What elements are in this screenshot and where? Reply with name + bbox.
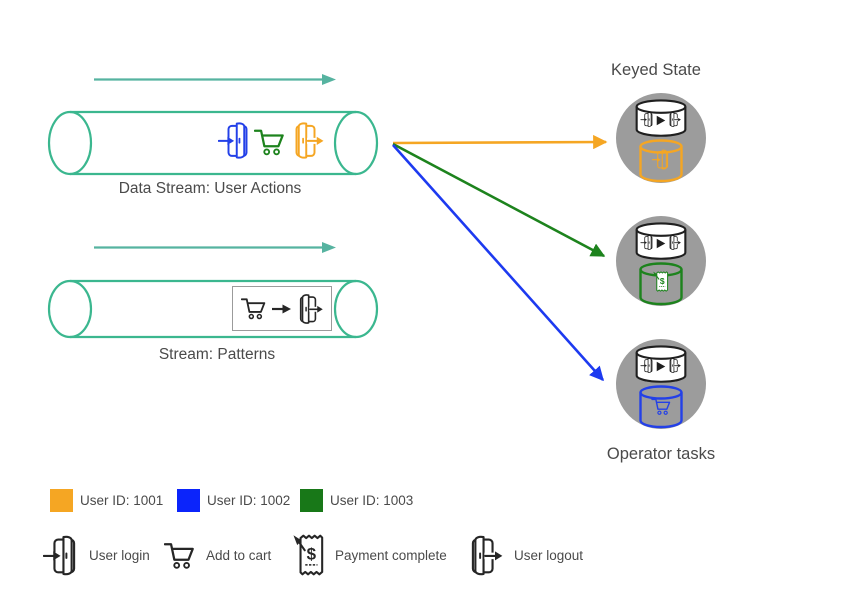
arrow-user-1001 [392,134,608,150]
legend-event-label: Payment complete [335,547,447,563]
user-logout-icon [468,535,504,576]
user-login-icon [43,535,79,576]
legend-event-payment-complete: Payment complete [293,532,447,578]
legend-user-1001: User ID: 1001 [50,489,163,512]
legend-user-label: User ID: 1001 [80,493,164,508]
pattern-operator-icon [634,222,688,264]
user-login-icon [652,149,670,170]
legend-user-1003: User ID: 1003 [300,489,413,512]
stream-patterns-pipe [47,279,379,339]
arrow-user-1002 [392,144,604,382]
add-to-cart-icon [241,296,267,321]
legend-user-label: User ID: 1003 [330,493,414,508]
legend-event-label: User login [89,547,150,563]
user-1001-color-swatch [50,489,73,512]
user-logout-icon [292,122,325,159]
payment-complete-icon [653,270,669,293]
flow-arrow-icon [94,74,336,85]
operator-task-1 [616,93,706,183]
pattern-operator-icon [634,99,688,141]
operator-task-2 [616,216,706,306]
flow-arrow-icon [94,242,336,253]
legend-event-add-to-cart: Add to cart [164,532,271,578]
then-arrow-icon [271,304,291,313]
key-partition-arrows [392,134,608,382]
arrow-user-1003 [392,142,606,258]
legend-event-label: Add to cart [206,547,272,563]
user-logout-icon [297,294,324,324]
pattern-operator-icon [634,345,688,387]
add-to-cart-icon [254,127,286,157]
legend-event-user-logout: User logout [468,532,583,578]
stream-user-actions-pipe [47,110,379,176]
legend-event-user-login: User login [43,532,150,578]
operator-tasks-caption: Operator tasks [606,445,716,463]
legend-user-1002: User ID: 1002 [177,489,290,512]
user-1002-color-swatch [177,489,200,512]
operator-task-3 [616,339,706,429]
legend-event-label: User logout [514,547,584,563]
stream-user-actions-label: Data Stream: User Actions [118,180,302,197]
add-to-cart-icon [164,540,196,571]
stream-patterns-label: Stream: Patterns [158,346,276,363]
user-login-icon [218,122,251,159]
pattern-rule-box [232,286,332,331]
payment-complete-icon [293,532,325,578]
user-1003-color-swatch [300,489,323,512]
keyed-state-title: Keyed State [611,61,701,79]
add-to-cart-icon [651,397,672,416]
legend-user-label: User ID: 1002 [207,493,291,508]
